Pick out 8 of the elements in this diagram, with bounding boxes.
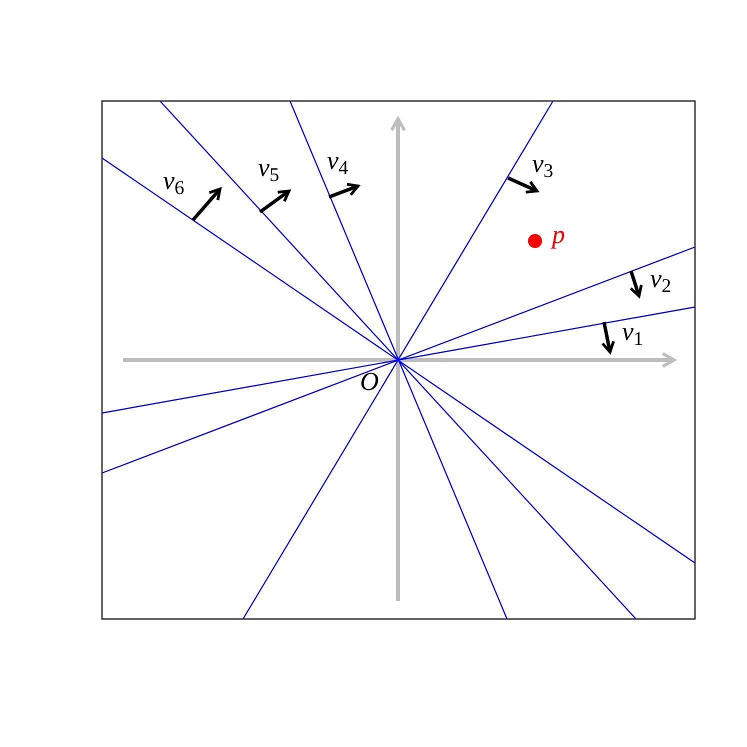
vector-label: v$_{5}$: [258, 155, 280, 181]
point-label: p: [552, 222, 565, 248]
vector-label: v$_{3}$: [532, 151, 554, 177]
vector-label: v$_{4}$: [327, 148, 348, 174]
vector-label: v$_{6}$: [163, 168, 184, 194]
vector-label: v$_{1}$: [622, 319, 644, 345]
origin-label: O: [360, 369, 379, 395]
vector-label: v$_{2}$: [650, 266, 672, 292]
